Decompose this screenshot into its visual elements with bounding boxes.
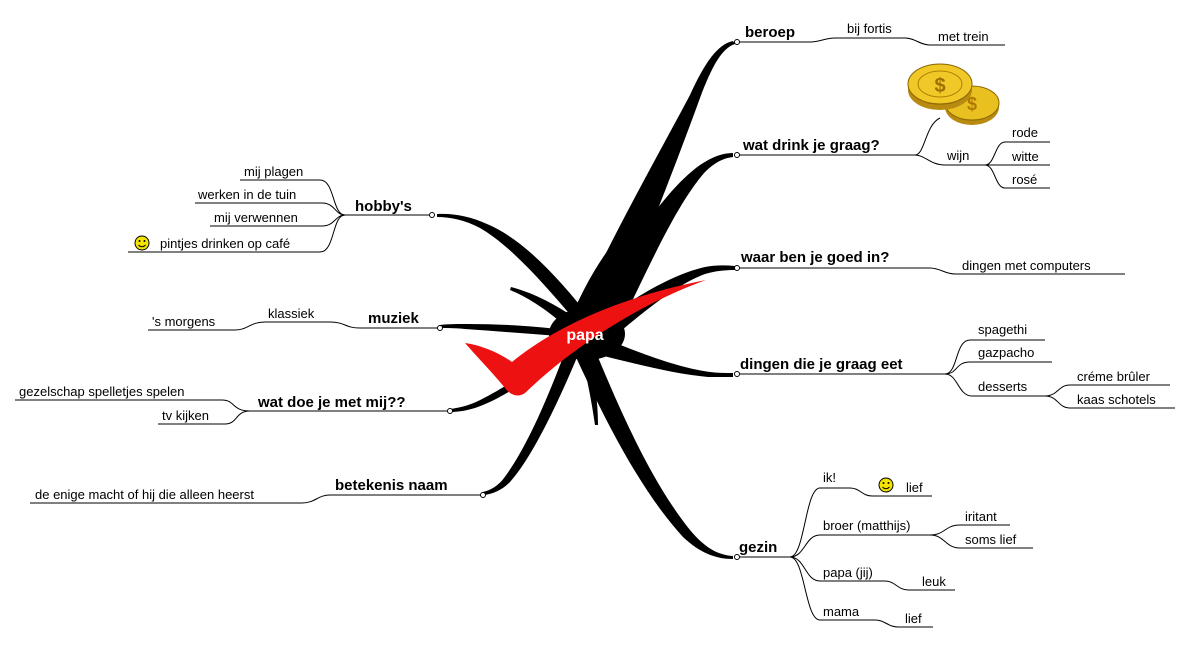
node-wijn[interactable]: wijn — [946, 148, 969, 163]
node-wat-doe-je-met-mij[interactable]: wat doe je met mij?? — [257, 394, 406, 411]
node-s-morgens[interactable]: 's morgens — [152, 314, 216, 329]
node-tv-kijken[interactable]: tv kijken — [162, 408, 209, 423]
branch-spike-top — [572, 245, 614, 318]
connector-lines — [737, 37, 1175, 628]
node-mij-plagen[interactable]: mij plagen — [244, 164, 303, 179]
node-leuk[interactable]: leuk — [922, 574, 946, 589]
branch-muziek — [440, 324, 565, 336]
node-mama[interactable]: mama — [823, 604, 860, 619]
node-ik-lief[interactable]: lief — [906, 480, 923, 495]
branch-beroep — [575, 41, 735, 328]
svg-text:$: $ — [967, 94, 977, 114]
node-soms-lief[interactable]: soms lief — [965, 532, 1017, 547]
svg-text:$: $ — [934, 75, 945, 97]
branch-gezin — [575, 350, 733, 559]
node-dots — [429, 39, 740, 560]
red-checkmark-icon — [465, 280, 706, 396]
node-witte[interactable]: witte — [1011, 149, 1039, 164]
node-hobbys[interactable]: hobby's — [355, 198, 412, 215]
node-kaas-schotels[interactable]: kaas schotels — [1077, 392, 1156, 407]
branch-goed — [596, 265, 735, 340]
node-waar-ben-je-goed-in[interactable]: waar ben je goed in? — [740, 249, 889, 266]
smiley-icon — [134, 235, 150, 251]
node-rose[interactable]: rosé — [1012, 172, 1037, 187]
node-enige-macht[interactable]: de enige macht of hij die alleen heerst — [35, 487, 254, 502]
branch-spike-bottom — [580, 350, 598, 425]
node-iritant[interactable]: iritant — [965, 509, 997, 524]
center-label: papa — [566, 327, 603, 344]
smiley-icon — [878, 477, 894, 493]
node-beroep[interactable]: beroep — [745, 24, 795, 41]
node-mama-lief[interactable]: lief — [905, 611, 922, 626]
node-pintjes-drinken[interactable]: pintjes drinken op café — [160, 236, 290, 251]
node-wat-drink-je-graag[interactable]: wat drink je graag? — [742, 137, 880, 154]
branch-drink — [590, 153, 733, 330]
node-met-trein[interactable]: met trein — [938, 29, 989, 44]
branch-hobbys — [437, 213, 592, 320]
branch-naam — [483, 352, 578, 495]
branch-spike-left — [510, 287, 575, 326]
node-spagethi[interactable]: spagethi — [978, 322, 1027, 337]
node-betekenis-naam[interactable]: betekenis naam — [335, 477, 448, 494]
central-branches — [437, 41, 735, 559]
node-mij-verwennen[interactable]: mij verwennen — [214, 210, 298, 225]
node-gazpacho[interactable]: gazpacho — [978, 345, 1034, 360]
node-broer-matthijs[interactable]: broer (matthijs) — [823, 518, 910, 533]
node-bij-fortis[interactable]: bij fortis — [847, 21, 892, 36]
connector-lines-left — [15, 179, 483, 504]
node-papa-jij[interactable]: papa (jij) — [823, 565, 873, 580]
node-creme-bruler[interactable]: créme brûler — [1077, 369, 1151, 384]
gold-coins-icon: $ $ — [907, 63, 1000, 125]
node-ik[interactable]: ik! — [823, 470, 836, 485]
node-dingen-die-je-graag-eet[interactable]: dingen die je graag eet — [740, 356, 903, 373]
node-klassiek[interactable]: klassiek — [268, 306, 315, 321]
node-dingen-met-computers[interactable]: dingen met computers — [962, 258, 1091, 273]
node-gezin[interactable]: gezin — [739, 539, 777, 556]
node-rode[interactable]: rode — [1012, 125, 1038, 140]
node-desserts[interactable]: desserts — [978, 379, 1028, 394]
node-werken-in-de-tuin[interactable]: werken in de tuin — [197, 187, 296, 202]
node-gezelschap-spelletjes[interactable]: gezelschap spelletjes spelen — [19, 384, 185, 399]
node-muziek[interactable]: muziek — [368, 310, 420, 327]
